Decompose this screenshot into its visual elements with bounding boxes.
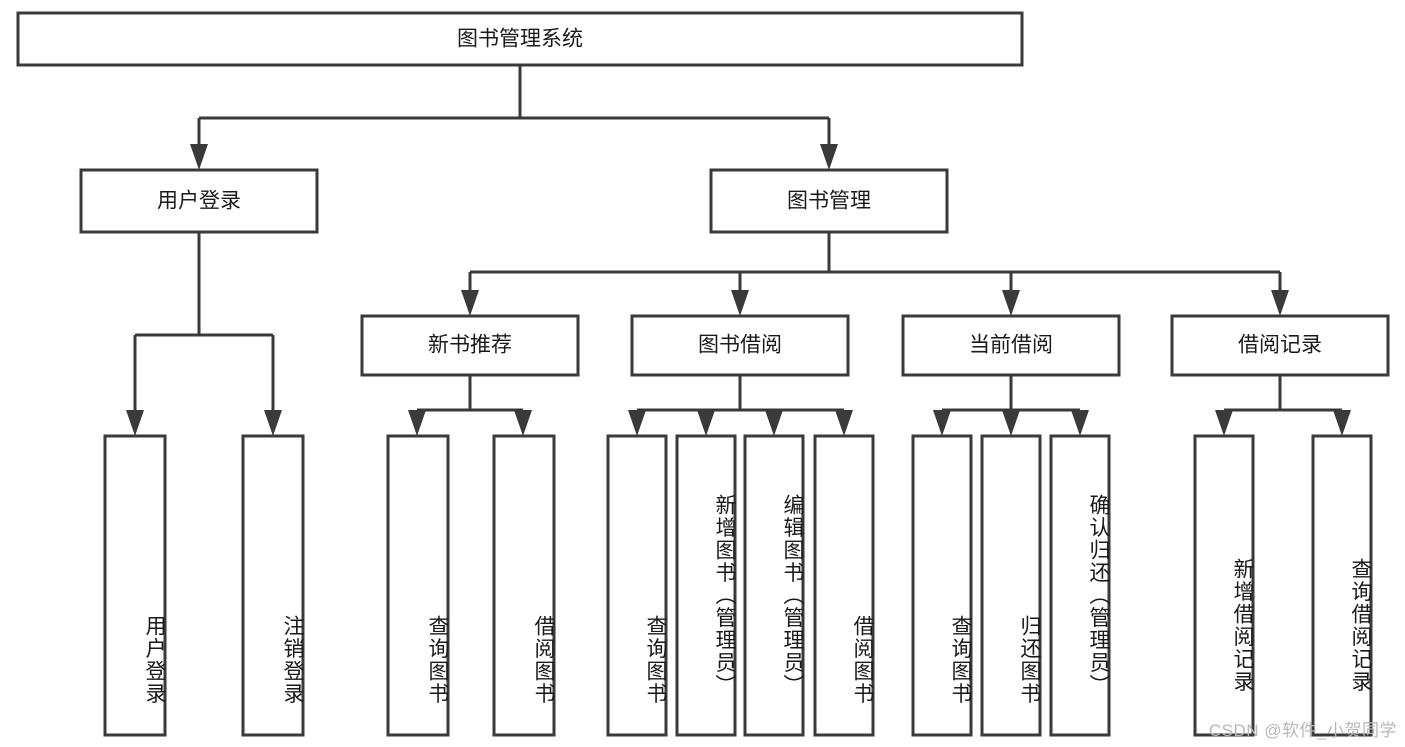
node-book-borrow[interactable]: 图书借阅 bbox=[630, 314, 850, 377]
leaf-box-add-record[interactable] bbox=[1193, 434, 1255, 737]
leaf-box-edit-book[interactable] bbox=[743, 434, 805, 737]
leaf-box-borrow-book-1[interactable] bbox=[492, 434, 556, 737]
node-new-book-recommend-label: 新书推荐 bbox=[428, 334, 512, 357]
connector-currentborrow-to-leaves bbox=[933, 375, 1089, 436]
leaf-box-user-login[interactable] bbox=[103, 434, 167, 737]
csdn-watermark: CSDN @软件_小贺同学 bbox=[1208, 721, 1397, 740]
connector-userlogin-to-leaves bbox=[126, 232, 282, 436]
node-borrow-record-label: 借阅记录 bbox=[1238, 334, 1322, 357]
leaf-boxes bbox=[103, 434, 1373, 737]
leaf-box-borrow-book-2[interactable] bbox=[813, 434, 875, 737]
node-root-label: 图书管理系统 bbox=[457, 28, 583, 51]
node-book-borrow-label: 图书借阅 bbox=[698, 334, 782, 357]
connector-bookmgmt-to-level2 bbox=[461, 232, 1289, 316]
node-root-system[interactable]: 图书管理系统 bbox=[16, 11, 1024, 67]
leaf-box-return-book[interactable] bbox=[980, 434, 1042, 737]
leaf-box-query-book-1[interactable] bbox=[386, 434, 450, 737]
leaf-box-logout[interactable] bbox=[241, 434, 305, 737]
leaf-box-add-book[interactable] bbox=[675, 434, 737, 737]
node-new-book-recommend[interactable]: 新书推荐 bbox=[360, 314, 580, 377]
node-current-borrow-label: 当前借阅 bbox=[969, 334, 1053, 357]
node-user-login[interactable]: 用户登录 bbox=[79, 168, 319, 234]
connector-bookborrow-to-leaves bbox=[628, 375, 853, 436]
node-book-management-label: 图书管理 bbox=[787, 190, 871, 213]
leaf-box-query-record[interactable] bbox=[1311, 434, 1373, 737]
connector-borrowrecord-to-leaves bbox=[1215, 375, 1351, 436]
leaf-box-confirm-return[interactable] bbox=[1049, 434, 1111, 737]
node-user-login-label: 用户登录 bbox=[157, 190, 241, 213]
node-current-borrow[interactable]: 当前借阅 bbox=[901, 314, 1121, 377]
leaf-box-query-book-3[interactable] bbox=[911, 434, 973, 737]
leaf-box-query-book-2[interactable] bbox=[606, 434, 668, 737]
node-borrow-record[interactable]: 借阅记录 bbox=[1170, 314, 1390, 377]
node-book-management[interactable]: 图书管理 bbox=[709, 168, 949, 234]
connector-newbook-to-leaves bbox=[408, 375, 532, 436]
connector-root-to-level1 bbox=[190, 65, 838, 170]
